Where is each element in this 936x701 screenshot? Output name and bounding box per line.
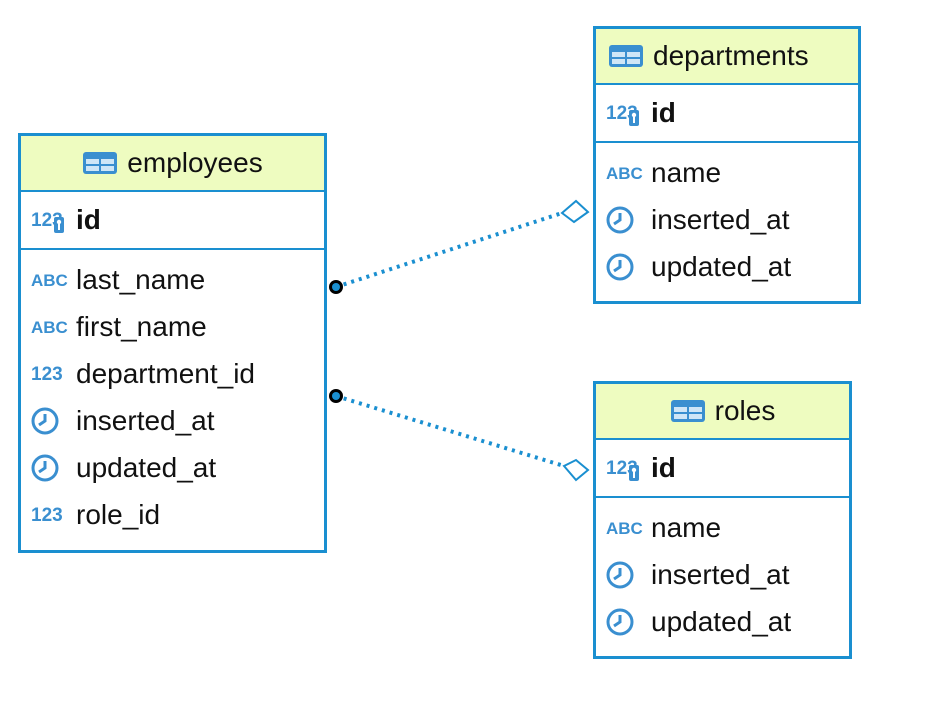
- connector-end-diamond: [562, 458, 590, 482]
- svg-text:123: 123: [31, 505, 63, 526]
- column-row[interactable]: inserted_at: [21, 397, 324, 444]
- column-name: id: [76, 204, 101, 235]
- clock-icon: [31, 407, 59, 434]
- column-name: department_id: [76, 357, 256, 389]
- numeric-key-icon: 123: [606, 458, 639, 481]
- primary-key-row[interactable]: 123 id: [21, 192, 324, 250]
- connector-end-diamond: [560, 199, 590, 224]
- column-name: updated_at: [76, 451, 217, 483]
- relationship-employees-roles[interactable]: [329, 389, 590, 482]
- table-icon: [670, 400, 705, 422]
- connector-line: [335, 394, 565, 468]
- column-name: name: [651, 511, 722, 543]
- column-row[interactable]: updated_at: [21, 444, 324, 491]
- column-name: last_name: [76, 263, 206, 295]
- column-name: updated_at: [651, 605, 792, 637]
- entity-header[interactable]: departments: [596, 29, 858, 85]
- entity-employees[interactable]: employees 123 id ABC last_name ABC first…: [18, 133, 327, 553]
- entity-title: roles: [714, 395, 776, 426]
- column-name: name: [651, 156, 722, 188]
- entity-title: employees: [127, 147, 263, 178]
- text-abc-icon: ABC: [31, 271, 68, 290]
- clock-icon: [606, 253, 634, 280]
- primary-key-row[interactable]: 123 id: [596, 440, 849, 498]
- column-row[interactable]: inserted_at: [596, 551, 849, 598]
- connector-line: [335, 211, 563, 289]
- column-list: ABC name inserted_at updated_at: [596, 143, 858, 298]
- text-abc-icon: ABC: [31, 318, 68, 337]
- clock-icon: [606, 561, 634, 588]
- text-abc-icon: ABC: [606, 519, 643, 538]
- column-list: ABC name inserted_at updated_at: [596, 498, 849, 653]
- numeric-key-icon: 123: [606, 103, 639, 126]
- connector-start-dot-inner: [332, 392, 340, 400]
- table-icon: [83, 152, 118, 174]
- numeric-123-icon: 123: [31, 364, 63, 385]
- svg-text:ABC: ABC: [31, 318, 68, 337]
- clock-icon: [606, 608, 634, 635]
- column-row[interactable]: inserted_at: [596, 196, 858, 243]
- svg-text:ABC: ABC: [31, 271, 68, 290]
- primary-key-row[interactable]: 123 id: [596, 85, 858, 143]
- entity-title: departments: [653, 40, 809, 71]
- connector-start-dot-inner: [332, 283, 340, 291]
- numeric-123-icon: 123: [31, 505, 63, 526]
- column-row[interactable]: ABC name: [596, 149, 858, 196]
- column-row[interactable]: updated_at: [596, 243, 858, 290]
- relationship-employees-departments[interactable]: [329, 199, 590, 294]
- entity-header[interactable]: employees: [21, 136, 324, 192]
- column-name: inserted_at: [76, 404, 215, 436]
- column-name: updated_at: [651, 250, 792, 282]
- clock-icon: [31, 454, 59, 481]
- column-row[interactable]: updated_at: [596, 598, 849, 645]
- column-row[interactable]: ABC name: [596, 504, 849, 551]
- column-name: inserted_at: [651, 558, 790, 590]
- column-row[interactable]: ABC last_name: [21, 256, 324, 303]
- entity-departments[interactable]: departments 123 id ABC name inserted_at …: [593, 26, 861, 304]
- svg-text:123: 123: [31, 364, 63, 385]
- text-abc-icon: ABC: [606, 164, 643, 183]
- column-row[interactable]: 123 department_id: [21, 350, 324, 397]
- table-icon: [609, 45, 643, 67]
- column-name: id: [651, 452, 676, 483]
- svg-text:ABC: ABC: [606, 164, 643, 183]
- entity-roles[interactable]: roles 123 id ABC name inserted_at update…: [593, 381, 852, 659]
- column-row[interactable]: ABC first_name: [21, 303, 324, 350]
- svg-text:ABC: ABC: [606, 519, 643, 538]
- column-name: inserted_at: [651, 203, 790, 235]
- column-name: role_id: [76, 498, 161, 530]
- column-row[interactable]: 123 role_id: [21, 491, 324, 538]
- column-name: first_name: [76, 310, 207, 342]
- clock-icon: [606, 206, 634, 233]
- entity-header[interactable]: roles: [596, 384, 849, 440]
- column-name: id: [651, 97, 676, 128]
- column-list: ABC last_name ABC first_name 123 departm…: [21, 250, 324, 546]
- numeric-key-icon: 123: [31, 210, 64, 233]
